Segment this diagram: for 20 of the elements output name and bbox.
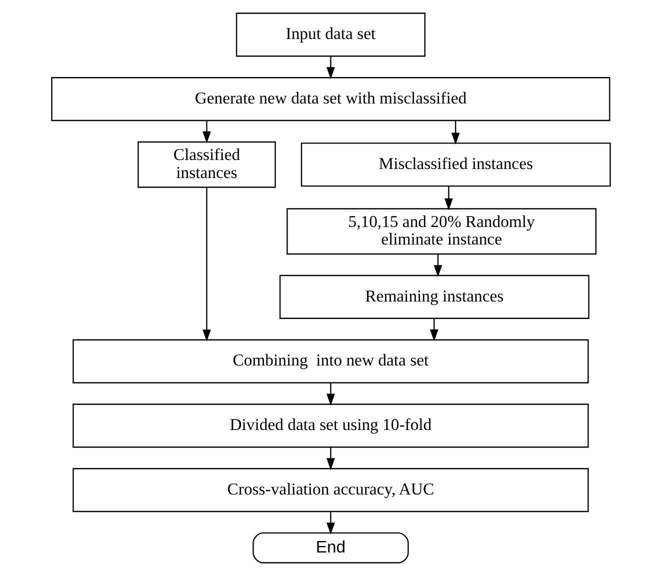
arrow [326,512,335,535]
arrow [326,56,335,80]
node-box: Combining into new data set [72,339,589,384]
arrow [202,120,211,144]
node-box: Classified instances [138,141,276,188]
arrow [451,120,460,145]
node-box: Misclassified instances [300,142,611,187]
arrow [326,447,335,470]
node-box: Generate new data set with misclassified [51,77,610,122]
node-box: Remaining instances [279,274,590,319]
arrow [202,188,211,342]
node-box: Cross-valiation accuracy, AUC [72,468,589,512]
node-box: Divided data set using 10-fold [72,404,589,448]
node-box: End [252,532,409,564]
arrow [434,254,442,278]
node-box: Input data set [236,12,426,57]
arrow [326,383,335,406]
node-box: 5,10,15 and 20% Randomly eliminate instance [286,208,597,255]
arrow [444,186,453,210]
arrow [430,318,438,342]
